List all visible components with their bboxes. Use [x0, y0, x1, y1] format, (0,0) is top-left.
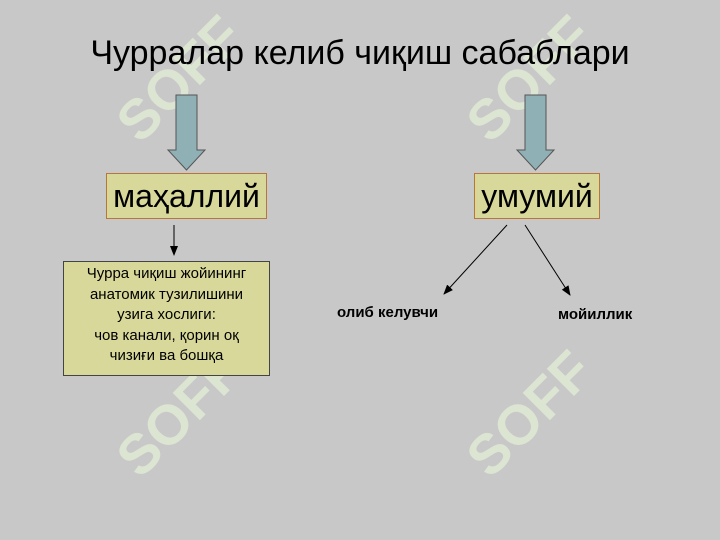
- sub-cause-fatty-label: мойиллик: [558, 306, 633, 323]
- description-line: анатомик тузилишини: [89, 285, 244, 303]
- down-arrow-right: [515, 94, 556, 171]
- watermark-text: SOFF: [454, 338, 604, 488]
- connector-general-to-carrier: [443, 224, 508, 295]
- down-arrow-left: [166, 94, 207, 171]
- description-line: чизиғи ва бошқа: [109, 347, 224, 364]
- description-line: чов канали, қорин оқ: [94, 326, 239, 344]
- sub-cause-carrier-label: олиб келувчи: [337, 304, 439, 321]
- page-title: Чурралар келиб чиқиш сабаблари: [90, 34, 630, 72]
- description-line: узига хослиги:: [117, 306, 216, 323]
- branch-general-box: умумий: [474, 173, 600, 219]
- description-line: Чурра чиқиш жойининг: [86, 265, 247, 282]
- watermark-bottom-right: SOFF: [454, 338, 604, 488]
- description-box: Чурра чиқиш жойининг анатомик тузилишини…: [63, 261, 270, 376]
- connector-general-to-fatty: [524, 224, 571, 296]
- branch-local-box: маҳаллий: [106, 173, 267, 219]
